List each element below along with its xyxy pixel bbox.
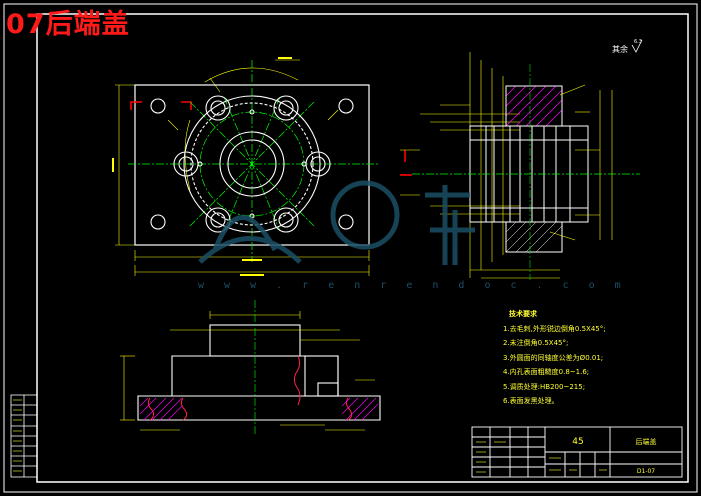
side-revision-block [10,394,38,478]
front-view-dimensions [115,59,370,276]
technical-requirements: 技术要求 1.去毛刺,外形锐边倒角0.5X45°; 2.未注倒角0.5X45°;… [503,307,606,409]
section-hatch-top [505,85,563,127]
top-view-dimensions [120,311,375,431]
front-view-dim-text [112,57,292,276]
top-view-hatch [139,397,379,421]
front-view-section-marks [130,101,412,176]
title-block-part-number: D1-07 [637,468,655,475]
side-revision-scribbles [13,399,22,472]
technical-requirement-item: 2.未注倒角0.5X45°; [503,339,569,347]
drawing-title: 07后端盖 [6,9,130,40]
front-view-circles [150,95,354,233]
watermark-logo [198,180,475,265]
top-view [120,300,381,435]
watermark-url: w w w . r e n r e n d o c . c o m [198,280,628,291]
section-hatch-bottom [505,221,563,253]
section-leaders [440,84,600,241]
technical-requirement-item: 6.表面发黑处理。 [503,397,559,405]
technical-requirement-item: 1.去毛刺,外形锐边倒角0.5X45°; [503,324,606,333]
title-block-part-name: 后端盖 [636,437,657,446]
drawing-frame [3,3,698,493]
front-view-centerlines [128,60,378,262]
technical-requirement-item: 3.外圆面的同轴度公差为Ø0.01; [503,353,604,362]
title-block-scribbles [476,441,607,473]
roughness-note-label: 其余 [612,44,628,54]
top-view-break-lines [147,355,353,421]
side-section-view [400,52,640,280]
title-block-material: 45 [572,437,583,447]
title-block [471,426,683,478]
section-outline [469,85,589,253]
roughness-note: 其余 6.3 [612,39,643,54]
technical-requirement-item: 5.调质处理:HB200~215; [503,382,586,391]
technical-requirement-item: 4.内孔表面粗糙度0.8~1.6; [503,368,590,376]
technical-requirements-heading: 技术要求 [509,310,537,318]
front-view [112,57,412,276]
roughness-note-value: 6.3 [634,39,642,45]
